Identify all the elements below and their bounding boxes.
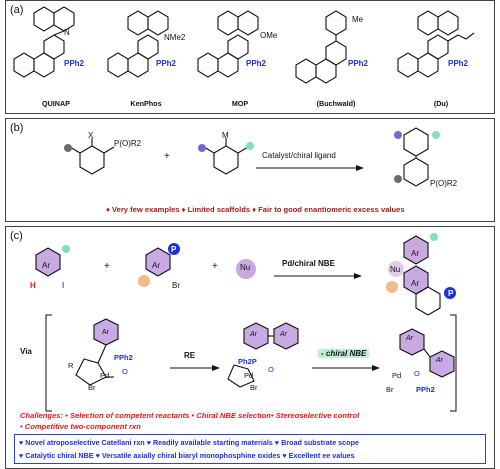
reagent-x: X (88, 131, 94, 140)
aryl-iodide-structure (35, 245, 70, 277)
reagent-m: M (222, 131, 229, 140)
pph2-i1: PPh2 (114, 353, 133, 362)
minus-nbe-label: - chiral NBE (318, 349, 370, 358)
quinap-structure: N (13, 6, 75, 78)
organometallic-structure (198, 138, 254, 175)
pd-label-i3: Pd (392, 371, 402, 380)
highlights-line-2: ♥ Catalytic chiral NBE ♥ Versatile axial… (19, 451, 355, 460)
o-label-i3: O (414, 369, 420, 378)
svg-text:N: N (64, 28, 70, 37)
du-name: (Du) (433, 99, 449, 108)
o-label-i1: O (122, 367, 128, 376)
plus-c-2: + (212, 261, 218, 272)
nucleophile-structure (236, 259, 256, 279)
aryl-bromide-structure (138, 243, 180, 287)
panel-b: (b) X P(O)R2 + M Catalyst/chiral ligand (5, 118, 495, 222)
ph2p-i2: Ph2P (238, 357, 257, 366)
ar-label-i2b: Ar (280, 331, 287, 338)
reagent-p-group: P(O)R2 (114, 139, 142, 148)
buchwald-me: Me (352, 15, 364, 24)
o-label-i2: O (268, 365, 274, 374)
intermediate-1-structure (75, 318, 119, 386)
ar-label-i2a: Ar (250, 331, 257, 338)
mop-pph2: PPh2 (246, 59, 267, 68)
mechanism-bracket (45, 314, 457, 412)
plus-c-1: + (104, 261, 110, 272)
pd-label-i2: Pd (244, 371, 254, 380)
challenges-items-1: • Selection of competent reactants • Chi… (65, 411, 360, 420)
br-label-i1: Br (88, 383, 96, 392)
nu-label: Nu (240, 263, 251, 272)
du-pph2: PPh2 (448, 59, 469, 68)
ar-label-2: Ar (152, 261, 160, 270)
kenphos-nme2: NMe2 (164, 33, 186, 42)
via-label: Via (20, 347, 32, 356)
du-structure (397, 10, 475, 78)
buchwald-pph2: PPh2 (348, 59, 369, 68)
arrow-label-b: Catalyst/chiral ligand (262, 151, 336, 160)
br-label-i2: Br (250, 383, 258, 392)
challenges-line-2: • Competitive two-component rxn (20, 422, 141, 431)
quinap-pph2: PPh2 (64, 59, 85, 68)
highlights-box: ♥ Novel atroposelective Catellani rxn ♥ … (14, 434, 486, 464)
aryl-halide-structure (64, 138, 115, 175)
re-arrow (170, 365, 220, 371)
i-label: I (62, 281, 65, 290)
panel-a: (a) N PPh2 QUINAP NMe2 PPh2 KenPhos (5, 0, 495, 114)
atroposelective-product-structure (386, 233, 456, 316)
kenphos-structure (107, 10, 169, 78)
highlights-line-1: ♥ Novel atroposelective Catellani rxn ♥ … (19, 438, 359, 447)
panel-b-label: (b) (10, 122, 24, 134)
buchwald-structure (295, 10, 347, 84)
mop-ome: OMe (260, 31, 278, 40)
ar-label-i3a: Ar (406, 335, 413, 342)
quinap-name: QUINAP (42, 99, 70, 108)
panel-b-limitations: ♦ Very few examples ♦ Limited scaffolds … (106, 205, 405, 214)
ar-label-i3b: Ar (436, 357, 443, 364)
r-label-i1: R (68, 361, 74, 370)
re-label: RE (184, 351, 196, 360)
panel-c-label: (c) (10, 230, 23, 242)
ar-label-4: Ar (411, 279, 419, 288)
mop-structure (197, 10, 259, 78)
ar-label-i1: Ar (102, 329, 109, 336)
pd-label-i1: Pd (100, 371, 110, 380)
minus-nbe-arrow (312, 365, 380, 371)
intermediate-3-structure (399, 328, 455, 378)
plus-b: + (164, 151, 170, 162)
ar-label-1: Ar (42, 261, 50, 270)
ar-label-3: Ar (411, 249, 419, 258)
arrow-label-c: Pd/chiral NBE (282, 259, 335, 268)
product-p-group: P(O)R2 (430, 179, 458, 188)
panel-a-label: (a) (10, 4, 24, 16)
biaryl-product-structure (394, 127, 440, 187)
challenges-title: Challenges: (20, 411, 64, 420)
kenphos-name: KenPhos (130, 99, 162, 108)
mop-name: MOP (231, 99, 249, 108)
br-label-i3: Br (386, 385, 394, 394)
pph2-i3: PPh2 (416, 385, 435, 394)
reaction-arrow-c (274, 273, 362, 279)
intermediate-2-structure (227, 322, 299, 388)
p-label-1: P (171, 245, 177, 254)
challenges-line-1: Challenges: • Selection of competent rea… (20, 411, 359, 420)
nu-label-product: Nu (390, 265, 401, 274)
h-label: H (30, 281, 36, 290)
kenphos-pph2: PPh2 (156, 59, 177, 68)
reaction-arrow-b (256, 165, 364, 171)
br-label-1: Br (172, 281, 180, 290)
panel-c: (c) Ar H I + Ar P Br + Nu Pd/chiral NBE … (5, 226, 495, 469)
buchwald-name: (Buchwald) (316, 99, 356, 108)
p-label-product: P (448, 289, 454, 298)
